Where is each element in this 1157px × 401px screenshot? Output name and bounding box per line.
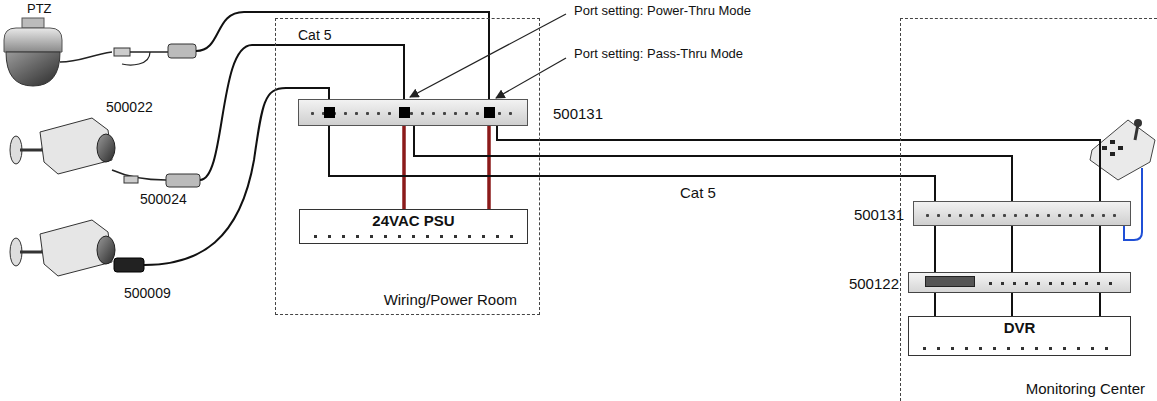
camera-lens: [97, 134, 115, 162]
callout-note: Port setting: Power-Thru Mode: [574, 3, 751, 19]
connector-row: [989, 282, 1116, 285]
power-wire: [487, 126, 491, 209]
callout-arrow: [496, 58, 566, 98]
balun-500009: [114, 258, 144, 272]
box-camera: [10, 118, 115, 174]
patch-panel: 500131: [298, 99, 528, 126]
active-port: [324, 107, 335, 118]
balun-500024: [124, 174, 200, 187]
cat5-cable: [934, 293, 936, 316]
part-number: 500009: [124, 285, 171, 301]
rack-title: 24VAC PSU: [372, 212, 454, 229]
cat5-cable: [497, 126, 1100, 201]
camera-label: PTZ: [27, 1, 52, 17]
callout-note: Port setting: Pass-Thru Mode: [574, 46, 743, 62]
part-number: 500024: [140, 191, 187, 207]
region-box: Wiring/Power Room 500131 24VAC PSU: [275, 18, 540, 315]
callout-arrow: [410, 14, 566, 97]
port-row: [922, 202, 1122, 225]
cable-label: Cat 5: [298, 27, 331, 43]
key: [1102, 146, 1107, 150]
display: [925, 276, 975, 287]
power-supply: 24VAC PSU: [299, 209, 528, 244]
box-camera: [10, 220, 115, 276]
dome-mount: [22, 18, 44, 28]
dome-bubble: [6, 52, 60, 86]
key: [1118, 146, 1123, 150]
camera-lead: [60, 52, 112, 62]
region-box: Monitoring Center 500131 500122DVR: [900, 18, 1157, 401]
cat5-cable: [1011, 226, 1013, 272]
camera-lead: [112, 170, 166, 180]
camera-lens: [97, 236, 115, 264]
key: [1110, 140, 1115, 144]
part-number: 500131: [553, 105, 603, 122]
balun-lead: [130, 51, 168, 53]
region-label: Monitoring Center: [1026, 380, 1145, 397]
balun-body: [114, 258, 144, 272]
joystick-knob: [1134, 119, 1142, 127]
bnc-plug: [124, 176, 138, 183]
connector-row: [314, 231, 513, 239]
cat5-cable: [1099, 293, 1101, 316]
ptz-camera: [4, 18, 62, 86]
rack-title: DVR: [1004, 319, 1036, 336]
power-wire: [402, 126, 406, 209]
patch-panel: 500131: [913, 201, 1131, 226]
dome-housing: [4, 28, 62, 52]
cable-label: Cat 5: [678, 184, 718, 201]
cat5-cable: [1099, 226, 1101, 272]
balun-body: [168, 44, 196, 58]
cat5-wire: [196, 12, 489, 106]
connector-row: [923, 343, 1116, 351]
key: [1110, 152, 1115, 156]
active-port: [484, 107, 495, 118]
video-balun-hub: 500122: [908, 272, 1131, 293]
cat5-cable: [934, 226, 936, 272]
dvr-box: DVR: [908, 316, 1131, 356]
part-number: 500131: [854, 206, 904, 223]
balun-500022: [114, 44, 196, 65]
part-number: 500022: [106, 99, 153, 115]
cat5-cable: [1011, 293, 1013, 316]
balun-body: [166, 174, 200, 187]
cat5-cable: [414, 126, 1012, 201]
bnc-plug: [114, 48, 130, 56]
part-number: 500122: [849, 275, 899, 292]
balun-pigtail: [122, 52, 150, 65]
active-port: [399, 107, 410, 118]
cat5-cable: [329, 126, 935, 201]
region-label: Wiring/Power Room: [384, 291, 517, 308]
